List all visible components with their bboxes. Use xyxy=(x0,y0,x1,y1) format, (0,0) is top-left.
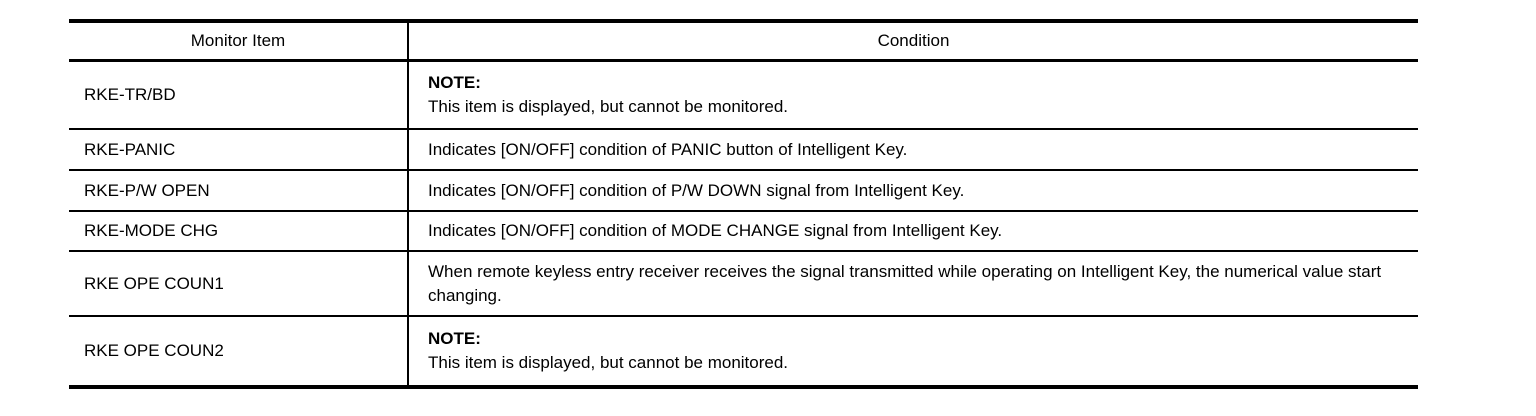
monitor-item-table: Monitor Item Condition RKE-TR/BD NOTE: T… xyxy=(69,19,1418,389)
table-row: RKE OPE COUN2 NOTE: This item is display… xyxy=(69,316,1418,389)
monitor-item-cell: RKE-P/W OPEN xyxy=(69,170,409,212)
table-row: RKE-MODE CHG Indicates [ON/OFF] conditio… xyxy=(69,211,1418,252)
table-row: RKE-P/W OPEN Indicates [ON/OFF] conditio… xyxy=(69,170,1418,212)
table-row: RKE-PANIC Indicates [ON/OFF] condition o… xyxy=(69,129,1418,171)
header-condition: Condition xyxy=(408,19,1418,62)
condition-cell: NOTE: This item is displayed, but cannot… xyxy=(408,316,1418,389)
monitor-item-cell: RKE-PANIC xyxy=(69,129,409,171)
monitor-item-cell: RKE-TR/BD xyxy=(69,60,409,130)
condition-text: This item is displayed, but cannot be mo… xyxy=(428,353,789,372)
table-row: RKE OPE COUN1 When remote keyless entry … xyxy=(69,251,1418,317)
header-monitor-item: Monitor Item xyxy=(69,19,409,62)
monitor-item-cell: RKE OPE COUN1 xyxy=(69,251,409,317)
condition-cell: NOTE: This item is displayed, but cannot… xyxy=(408,60,1418,130)
condition-text: This item is displayed, but cannot be mo… xyxy=(428,96,789,116)
note-label: NOTE: xyxy=(428,329,481,348)
monitor-item-cell: RKE OPE COUN2 xyxy=(69,316,409,389)
table-row: RKE-TR/BD NOTE: This item is displayed, … xyxy=(69,60,1418,130)
monitor-item-cell: RKE-MODE CHG xyxy=(69,211,409,252)
condition-cell: Indicates [ON/OFF] condition of MODE CHA… xyxy=(408,211,1418,252)
table-header-row: Monitor Item Condition xyxy=(69,19,1418,62)
condition-cell: Indicates [ON/OFF] condition of PANIC bu… xyxy=(408,129,1418,171)
condition-text: Indicates [ON/OFF] condition of MODE CHA… xyxy=(428,221,1003,240)
note-label: NOTE: xyxy=(428,72,481,92)
condition-cell: When remote keyless entry receiver recei… xyxy=(408,251,1418,317)
condition-text: Indicates [ON/OFF] condition of P/W DOWN… xyxy=(428,180,965,200)
condition-text: Indicates [ON/OFF] condition of PANIC bu… xyxy=(428,139,908,159)
condition-cell: Indicates [ON/OFF] condition of P/W DOWN… xyxy=(408,170,1418,212)
condition-text: When remote keyless entry receiver recei… xyxy=(428,261,1382,305)
